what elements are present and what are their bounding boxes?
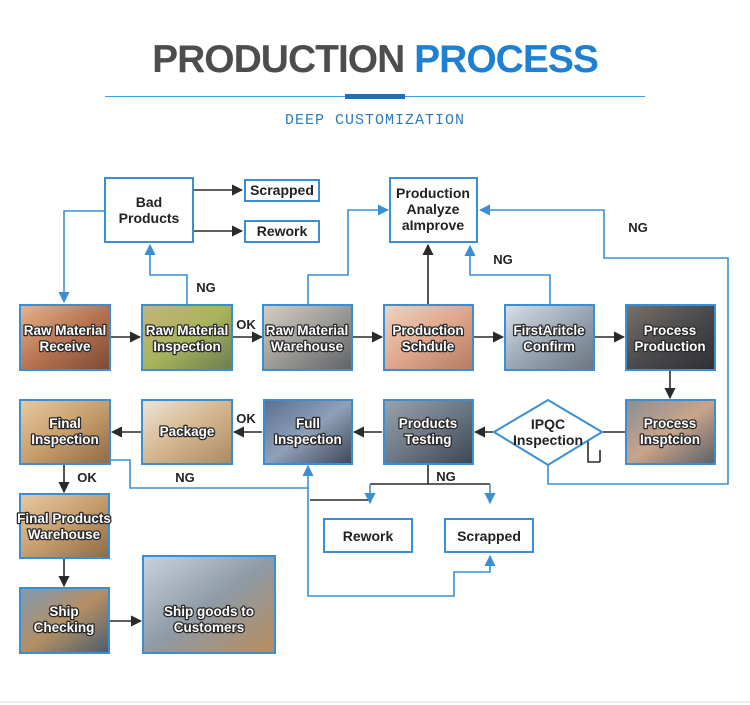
node-label-line: Inspection	[513, 432, 583, 448]
node-label-line: Warehouse	[271, 339, 344, 354]
node-production-schedule: Production Schdule	[383, 304, 474, 371]
node-label-line: Testing	[405, 432, 452, 447]
node-label-line: Production	[396, 185, 470, 201]
node-raw-material-warehouse: Raw Material Warehouse	[262, 304, 353, 371]
node-label-line: FirstAritcle	[513, 323, 585, 338]
node-products-testing: Products Testing	[383, 399, 474, 465]
arrow-bad-to-receive	[58, 210, 105, 304]
node-label-line: Rework	[343, 528, 394, 544]
title-divider-accent	[345, 94, 405, 99]
node-label-line: Products	[399, 416, 458, 431]
node-process-inspection: Process Insptcion	[625, 399, 716, 465]
arrow-inspection-ng-to-bad	[144, 243, 188, 305]
node-raw-material-receive: Raw Material Receive	[19, 304, 111, 371]
node-label-line: Ship	[49, 604, 78, 619]
node-ship-checking: Ship Checking	[19, 587, 110, 654]
title-part-2: PROCESS	[414, 38, 599, 81]
node-scrapped-top: Scrapped	[244, 179, 320, 202]
arrow-firstarticle-ng-to-analyze	[464, 244, 551, 305]
node-label-line: Raw Material	[146, 323, 229, 338]
node-label-line: Confirm	[523, 339, 575, 354]
node-raw-material-inspection: Raw Material Inspection	[141, 304, 233, 371]
node-label-line: Inspection	[153, 339, 221, 354]
node-label-line: Package	[160, 424, 215, 439]
node-label-line: Process	[644, 416, 697, 431]
node-label-line: Receive	[39, 339, 91, 354]
node-label-line: IPQC	[531, 416, 565, 432]
header: PRODUCTION PROCESS DEEP CUSTOMIZATION	[0, 0, 750, 140]
node-final-inspection: Final Inspection	[19, 399, 111, 465]
node-label-line: Insptcion	[640, 432, 700, 447]
label-ng-ipqc: NG	[628, 220, 648, 235]
node-full-inspection: Full Inspection	[263, 399, 353, 465]
node-label-line: Schdule	[402, 339, 455, 354]
node-label-line: Inspection	[274, 432, 342, 447]
connectors	[58, 184, 729, 627]
arrow-warehouse-to-analyze	[307, 204, 390, 305]
node-label-line: Bad	[136, 194, 162, 210]
node-label-line: Customers	[174, 620, 245, 635]
node-label-line: Production	[634, 339, 705, 354]
node-label-line: Full	[296, 416, 320, 431]
node-production-analyze: Production Analyze aImprove	[389, 177, 478, 243]
node-ipqc-inspection: IPQC Inspection	[492, 398, 604, 467]
node-rework-top: Rework	[244, 220, 320, 243]
node-label-line: Raw Material	[266, 323, 349, 338]
label-ng-full: NG	[175, 470, 195, 485]
node-label-line: Ship goods to	[164, 604, 254, 619]
node-label-line: Final Products	[17, 511, 111, 526]
node-package: Package	[141, 399, 233, 465]
label-ok-package: OK	[236, 411, 256, 426]
label-ok-final: OK	[77, 470, 97, 485]
label-ng-firstarticle: NG	[493, 252, 513, 267]
arrow-final-ng-to-full	[110, 459, 314, 489]
label-ng-inspection: NG	[196, 280, 216, 295]
line-insp-to-ipqc	[587, 431, 625, 463]
node-label-line: Products	[119, 210, 180, 226]
node-label-line: Checking	[34, 620, 95, 635]
label-ng-testing: NG	[436, 469, 456, 484]
node-ship-goods-to-customers: Ship goods to Customers	[142, 555, 276, 654]
node-label-line: Warehouse	[28, 527, 101, 542]
bottom-divider	[0, 701, 750, 703]
label-ok-inspection: OK	[236, 317, 256, 332]
node-label-line: Raw Material	[24, 323, 107, 338]
node-scrapped-bottom: Scrapped	[444, 518, 534, 553]
node-rework-bottom: Rework	[323, 518, 413, 553]
node-label-line: Analyze	[407, 201, 460, 217]
node-label-line: Inspection	[31, 432, 99, 447]
edge-labels: NG OK NG NG OK NG OK NG	[77, 220, 648, 485]
node-bad-products: Bad Products	[104, 177, 194, 243]
node-final-products-warehouse: Final Products Warehouse	[16, 493, 112, 559]
node-label-line: Scrapped	[250, 182, 314, 198]
node-label-line: Rework	[257, 223, 308, 239]
title-part-1: PRODUCTION	[152, 38, 405, 81]
line-testing-ng	[370, 465, 429, 485]
arrow-ipqc-ng-to-analyze	[478, 204, 729, 485]
page-title: PRODUCTION PROCESS	[0, 38, 750, 82]
page-subtitle: DEEP CUSTOMIZATION	[284, 112, 466, 129]
node-label-line: Scrapped	[457, 528, 521, 544]
node-process-production: Process Production	[625, 304, 716, 371]
node-label-line: Final	[49, 416, 81, 431]
node-label-line: Production	[392, 323, 463, 338]
node-label-line: Process	[644, 323, 697, 338]
arrow-full-ng-to-scrapped	[307, 488, 496, 597]
node-first-article-confirm: FirstAritcle Confirm	[504, 304, 595, 371]
node-label-line: aImprove	[402, 217, 464, 233]
